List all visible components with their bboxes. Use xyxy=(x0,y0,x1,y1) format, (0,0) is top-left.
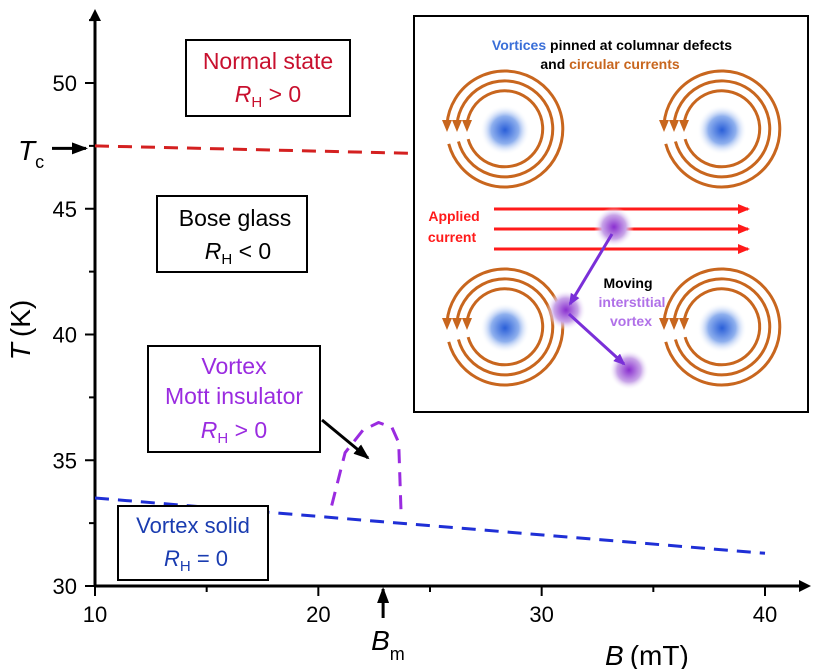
x-tick-label: 10 xyxy=(83,602,107,627)
svg-text:Vortex solid: Vortex solid xyxy=(136,513,250,538)
region-vortex-mott-insulator: Vortex Mott insulator RH > 0 xyxy=(147,345,321,453)
x-tick-label: 30 xyxy=(529,602,553,627)
x-tick-label: 40 xyxy=(753,602,777,627)
vortex-core xyxy=(480,303,530,353)
region-bose-glass: Bose glass RH < 0 xyxy=(156,195,308,273)
data-series xyxy=(94,144,766,555)
pinned-vortex xyxy=(442,69,565,189)
svg-text:and circular currents: and circular currents xyxy=(540,56,679,72)
y-tick-label: 30 xyxy=(53,574,77,599)
y-tick-label: 35 xyxy=(53,448,77,473)
vortex-core xyxy=(697,105,747,155)
circular-current xyxy=(682,287,762,367)
y-tick-label: 45 xyxy=(53,197,77,222)
current-direction-icon xyxy=(452,120,462,132)
tc-marker-label: Tc xyxy=(18,135,44,172)
interstitial-vortex xyxy=(594,207,634,247)
vortex-core xyxy=(697,303,747,353)
svg-text:Applied: Applied xyxy=(428,208,479,224)
svg-text:Bose glass: Bose glass xyxy=(179,205,292,231)
circular-current xyxy=(465,89,545,169)
y-tick-label: 50 xyxy=(53,71,77,96)
region-normal-state: Normal state RH > 0 xyxy=(185,39,351,117)
pinned-vortex xyxy=(659,267,782,387)
x-axis-label: B(mT) xyxy=(605,640,689,669)
y-axis-label: T(K) xyxy=(5,300,36,360)
svg-text:interstitial: interstitial xyxy=(599,294,666,310)
circular-current xyxy=(662,267,782,387)
current-direction-icon xyxy=(452,318,462,330)
region-vortex-solid: Vortex solid RH = 0 xyxy=(117,505,269,581)
svg-text:RH > 0: RH > 0 xyxy=(235,81,301,111)
current-direction-icon xyxy=(669,318,679,330)
circular-current xyxy=(662,69,782,189)
circular-current xyxy=(682,89,762,169)
circular-current xyxy=(445,69,565,189)
series-normal-boundary xyxy=(94,144,415,155)
pinned-vortices xyxy=(442,69,782,387)
svg-text:Mott insulator: Mott insulator xyxy=(165,383,303,409)
series-mott-dome xyxy=(330,421,403,511)
current-direction-icon xyxy=(659,318,669,330)
circular-current xyxy=(465,287,545,367)
current-direction-icon xyxy=(442,318,452,330)
current-direction-icon xyxy=(679,120,689,132)
vortex-core xyxy=(480,105,530,155)
circular-current xyxy=(672,277,772,377)
svg-text:RH > 0: RH > 0 xyxy=(201,417,267,447)
bm-marker-label: Bm xyxy=(371,625,405,664)
current-direction-icon xyxy=(462,318,472,330)
current-direction-icon xyxy=(659,120,669,132)
current-direction-icon xyxy=(462,120,472,132)
vortex-motion-arrow xyxy=(567,312,626,366)
mott-pointer-arrow xyxy=(321,418,370,460)
svg-text:Moving: Moving xyxy=(604,275,653,291)
series-vortex-solid-boundary xyxy=(94,496,766,555)
current-direction-icon xyxy=(442,120,452,132)
vortex-motion-arrow xyxy=(568,233,614,306)
x-tick-label: 20 xyxy=(306,602,330,627)
svg-text:RH = 0: RH = 0 xyxy=(164,546,228,575)
svg-text:RH < 0: RH < 0 xyxy=(205,238,271,268)
pinned-vortex xyxy=(659,69,782,189)
circular-current xyxy=(455,79,555,179)
current-direction-icon xyxy=(669,120,679,132)
inset-schematic: Vortices pinned at columnar defects and … xyxy=(413,15,809,413)
svg-text:current: current xyxy=(428,229,477,245)
current-direction-icon xyxy=(679,318,689,330)
svg-text:vortex: vortex xyxy=(610,313,652,329)
svg-text:Normal state: Normal state xyxy=(203,48,333,74)
svg-text:Vortex: Vortex xyxy=(201,353,267,379)
y-tick-label: 40 xyxy=(53,323,77,348)
svg-text:Vortices pinned at columnar de: Vortices pinned at columnar defects xyxy=(492,37,732,53)
axis-ticks: 10 20 30 40 30 35 40 45 50 xyxy=(53,19,777,627)
circular-current xyxy=(672,79,772,179)
